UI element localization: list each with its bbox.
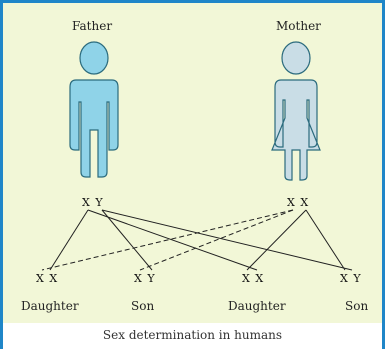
mother-label: Mother — [276, 19, 321, 33]
figure-caption: Sex determination in humans — [102, 328, 283, 342]
line-mother-x1-daughter1 — [41, 209, 294, 271]
offspring-genotype: X X — [242, 272, 265, 285]
line-father-x-daughter1 — [49, 209, 89, 271]
frame-border-right — [382, 0, 385, 349]
cross-lines — [41, 209, 353, 271]
caption-bar: Sex determination in humans — [3, 323, 382, 349]
line-mother-x1-son1 — [139, 209, 294, 271]
mother-genotype: X X — [287, 196, 310, 209]
line-mother-x2-son2 — [305, 209, 346, 271]
line-mother-x2-daughter2 — [246, 209, 307, 271]
offspring-genotype: X Y — [340, 272, 362, 285]
line-father-x-daughter2 — [87, 209, 258, 271]
father-label: Father — [72, 19, 113, 33]
offspring-label: Son — [345, 299, 369, 313]
frame-border-left — [0, 0, 3, 349]
offspring-label: Daughter — [21, 299, 79, 313]
frame-border-top — [0, 0, 385, 3]
father-figure-icon — [69, 41, 119, 178]
mother-figure-icon — [271, 41, 321, 181]
offspring-genotype: X Y — [134, 272, 156, 285]
offspring-genotype: X X — [36, 272, 59, 285]
offspring-label: Daughter — [228, 299, 286, 313]
father-genotype: X Y — [82, 196, 104, 209]
line-father-y-son1 — [101, 209, 153, 271]
line-father-y-son2 — [101, 209, 353, 271]
offspring-label: Son — [131, 299, 155, 313]
